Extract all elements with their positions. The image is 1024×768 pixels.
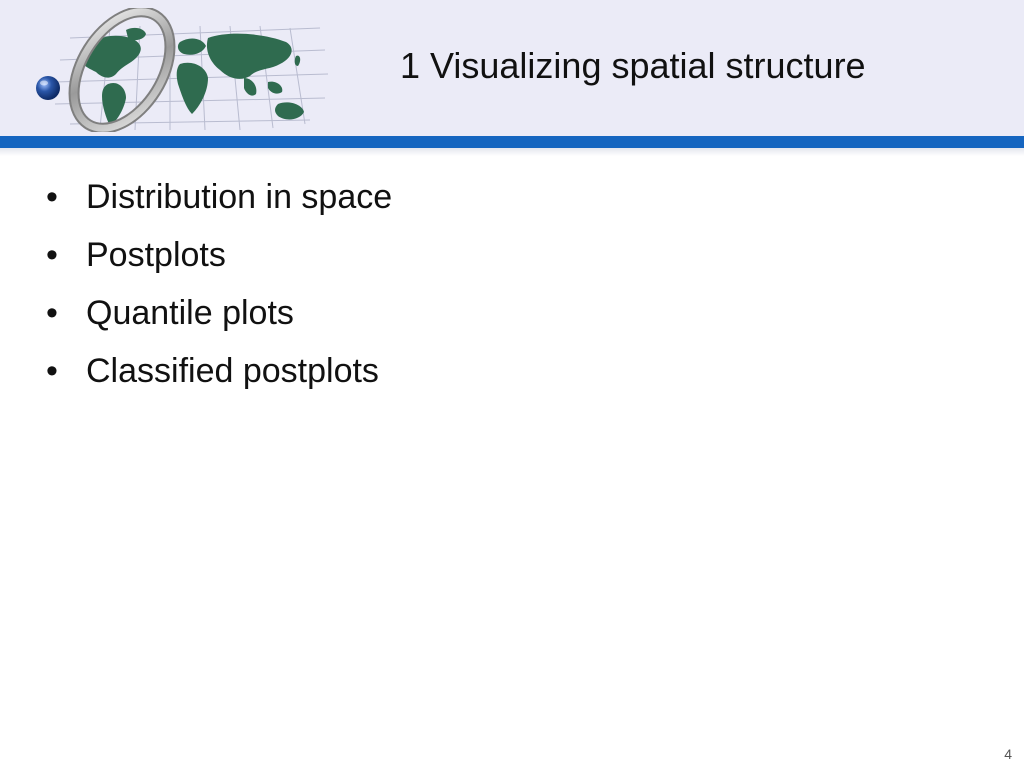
bullet-marker: • <box>46 352 58 390</box>
globe-map-icon <box>36 8 329 132</box>
bullet-marker: • <box>46 294 58 332</box>
page-number: 4 <box>1004 746 1012 762</box>
bullet-list: • Distribution in space • Postplots • Qu… <box>46 173 392 405</box>
bullet-text: Classified postplots <box>86 352 379 390</box>
bullet-text: Quantile plots <box>86 294 294 332</box>
bullet-marker: • <box>46 236 58 274</box>
bullet-marker: • <box>46 178 58 216</box>
header-shadow <box>0 148 1024 156</box>
slide-title: 1 Visualizing spatial structure <box>400 45 866 86</box>
bullet-item-postplots: • Postplots <box>46 231 392 289</box>
bullet-item-quantile-plots: • Quantile plots <box>46 289 392 347</box>
header-accent-bar <box>0 136 1024 148</box>
bullet-text: Distribution in space <box>86 178 393 216</box>
bullet-text: Postplots <box>86 236 226 274</box>
bullet-item-classified-postplots: • Classified postplots <box>46 347 392 405</box>
slide-header: 1 Visualizing spatial structure <box>0 0 1024 136</box>
bullet-item-distribution-in-space: • Distribution in space <box>46 173 392 231</box>
